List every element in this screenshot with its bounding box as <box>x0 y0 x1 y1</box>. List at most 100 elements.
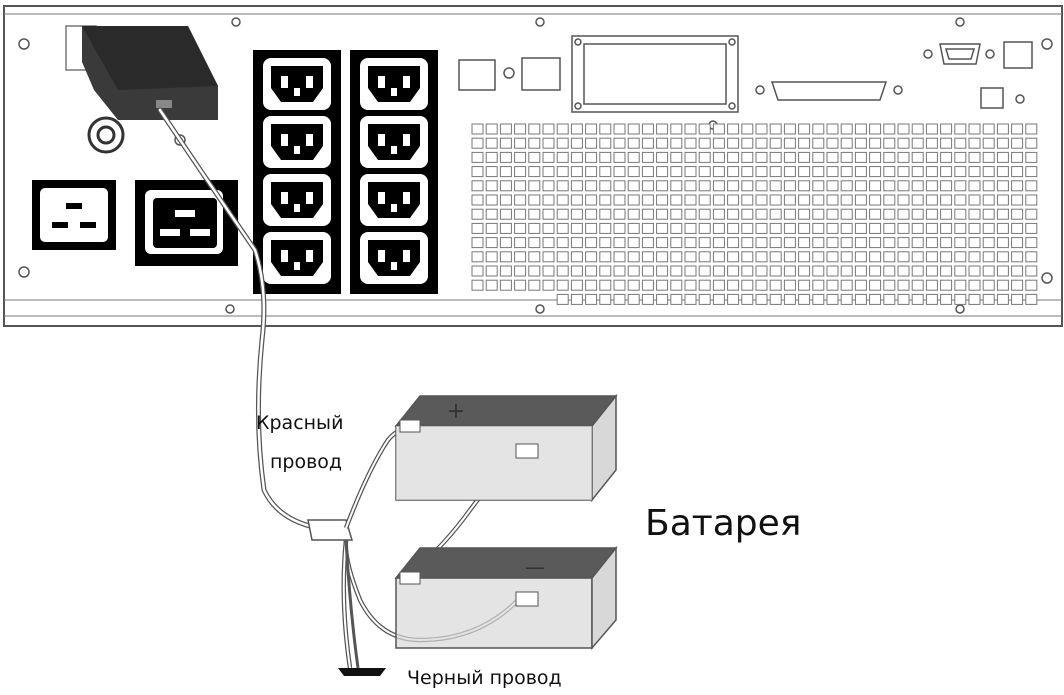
ground-terminal <box>338 668 386 676</box>
vent-hole <box>996 237 1009 249</box>
vent-hole <box>656 251 669 263</box>
vent-hole <box>599 208 612 220</box>
vent-hole <box>911 194 924 206</box>
vent-hole <box>485 166 498 178</box>
vent-hole <box>755 180 768 192</box>
vent-hole <box>641 251 654 263</box>
vent-hole <box>812 222 825 234</box>
vent-hole <box>556 151 569 163</box>
vent-hole <box>954 251 967 263</box>
vent-hole <box>1025 251 1038 263</box>
vent-hole <box>499 265 512 277</box>
vent-hole <box>485 151 498 163</box>
vent-hole <box>783 237 796 249</box>
vent-hole <box>570 279 583 291</box>
vent-hole <box>968 279 981 291</box>
vent-hole <box>869 279 882 291</box>
vent-hole <box>499 208 512 220</box>
vent-hole <box>769 222 782 234</box>
vent-hole <box>940 194 953 206</box>
vent-hole <box>996 180 1009 192</box>
outlet-c13 <box>360 116 428 168</box>
vent-hole <box>585 151 598 163</box>
vent-hole <box>599 237 612 249</box>
vent-hole <box>897 123 910 135</box>
vent-hole <box>570 237 583 249</box>
vent-hole <box>499 251 512 263</box>
vent-hole <box>783 208 796 220</box>
vent-hole <box>769 251 782 263</box>
vent-hole <box>854 265 867 277</box>
vent-hole <box>1025 137 1038 149</box>
vent-hole <box>585 123 598 135</box>
vent-hole <box>883 151 896 163</box>
vent-hole <box>883 194 896 206</box>
vent-hole <box>996 265 1009 277</box>
vent-hole <box>897 293 910 305</box>
vent-hole <box>542 222 555 234</box>
vent-hole <box>840 123 853 135</box>
vent-hole <box>613 237 626 249</box>
vent-hole <box>854 194 867 206</box>
vent-hole <box>812 166 825 178</box>
vent-hole <box>968 194 981 206</box>
vent-hole <box>798 293 811 305</box>
vent-hole <box>755 137 768 149</box>
vent-hole <box>925 151 938 163</box>
vent-hole <box>840 137 853 149</box>
vent-hole <box>712 265 725 277</box>
vent-hole <box>528 265 541 277</box>
vent-hole <box>883 279 896 291</box>
vent-hole <box>883 180 896 192</box>
vent-hole <box>812 279 825 291</box>
vent-hole <box>940 166 953 178</box>
vent-hole <box>798 137 811 149</box>
vent-hole <box>755 237 768 249</box>
vent-hole <box>1025 293 1038 305</box>
vent-hole <box>996 123 1009 135</box>
vent-hole <box>698 180 711 192</box>
vent-hole <box>854 237 867 249</box>
vent-hole <box>968 265 981 277</box>
vent-hole <box>769 279 782 291</box>
red-wire-label-line2: провод <box>270 451 343 473</box>
vent-hole <box>741 279 754 291</box>
vent-hole <box>925 194 938 206</box>
vent-hole <box>769 166 782 178</box>
vent-hole <box>911 293 924 305</box>
vent-hole <box>968 137 981 149</box>
vent-hole <box>656 151 669 163</box>
vent-hole <box>783 279 796 291</box>
vent-hole <box>514 194 527 206</box>
vent-hole <box>599 151 612 163</box>
vent-hole <box>982 194 995 206</box>
vent-hole <box>840 293 853 305</box>
vent-hole <box>613 251 626 263</box>
vent-hole <box>798 180 811 192</box>
vent-hole <box>542 208 555 220</box>
vent-hole <box>542 137 555 149</box>
vent-hole <box>925 137 938 149</box>
vent-hole <box>982 208 995 220</box>
vent-hole <box>485 180 498 192</box>
vent-hole <box>698 251 711 263</box>
vent-hole <box>528 251 541 263</box>
outlet-c13 <box>360 58 428 110</box>
vent-hole <box>925 251 938 263</box>
vent-hole <box>911 137 924 149</box>
vent-hole <box>514 151 527 163</box>
accessory-slot <box>571 35 739 113</box>
vent-hole <box>656 237 669 249</box>
vent-hole <box>542 151 555 163</box>
vent-hole <box>911 279 924 291</box>
battery-bottom: — <box>394 545 618 651</box>
vent-hole <box>471 123 484 135</box>
vent-hole <box>499 166 512 178</box>
vent-hole <box>911 166 924 178</box>
vent-hole <box>613 265 626 277</box>
vent-hole <box>812 180 825 192</box>
vent-hole <box>528 222 541 234</box>
vent-hole <box>925 265 938 277</box>
vent-hole <box>656 222 669 234</box>
vent-hole <box>911 180 924 192</box>
